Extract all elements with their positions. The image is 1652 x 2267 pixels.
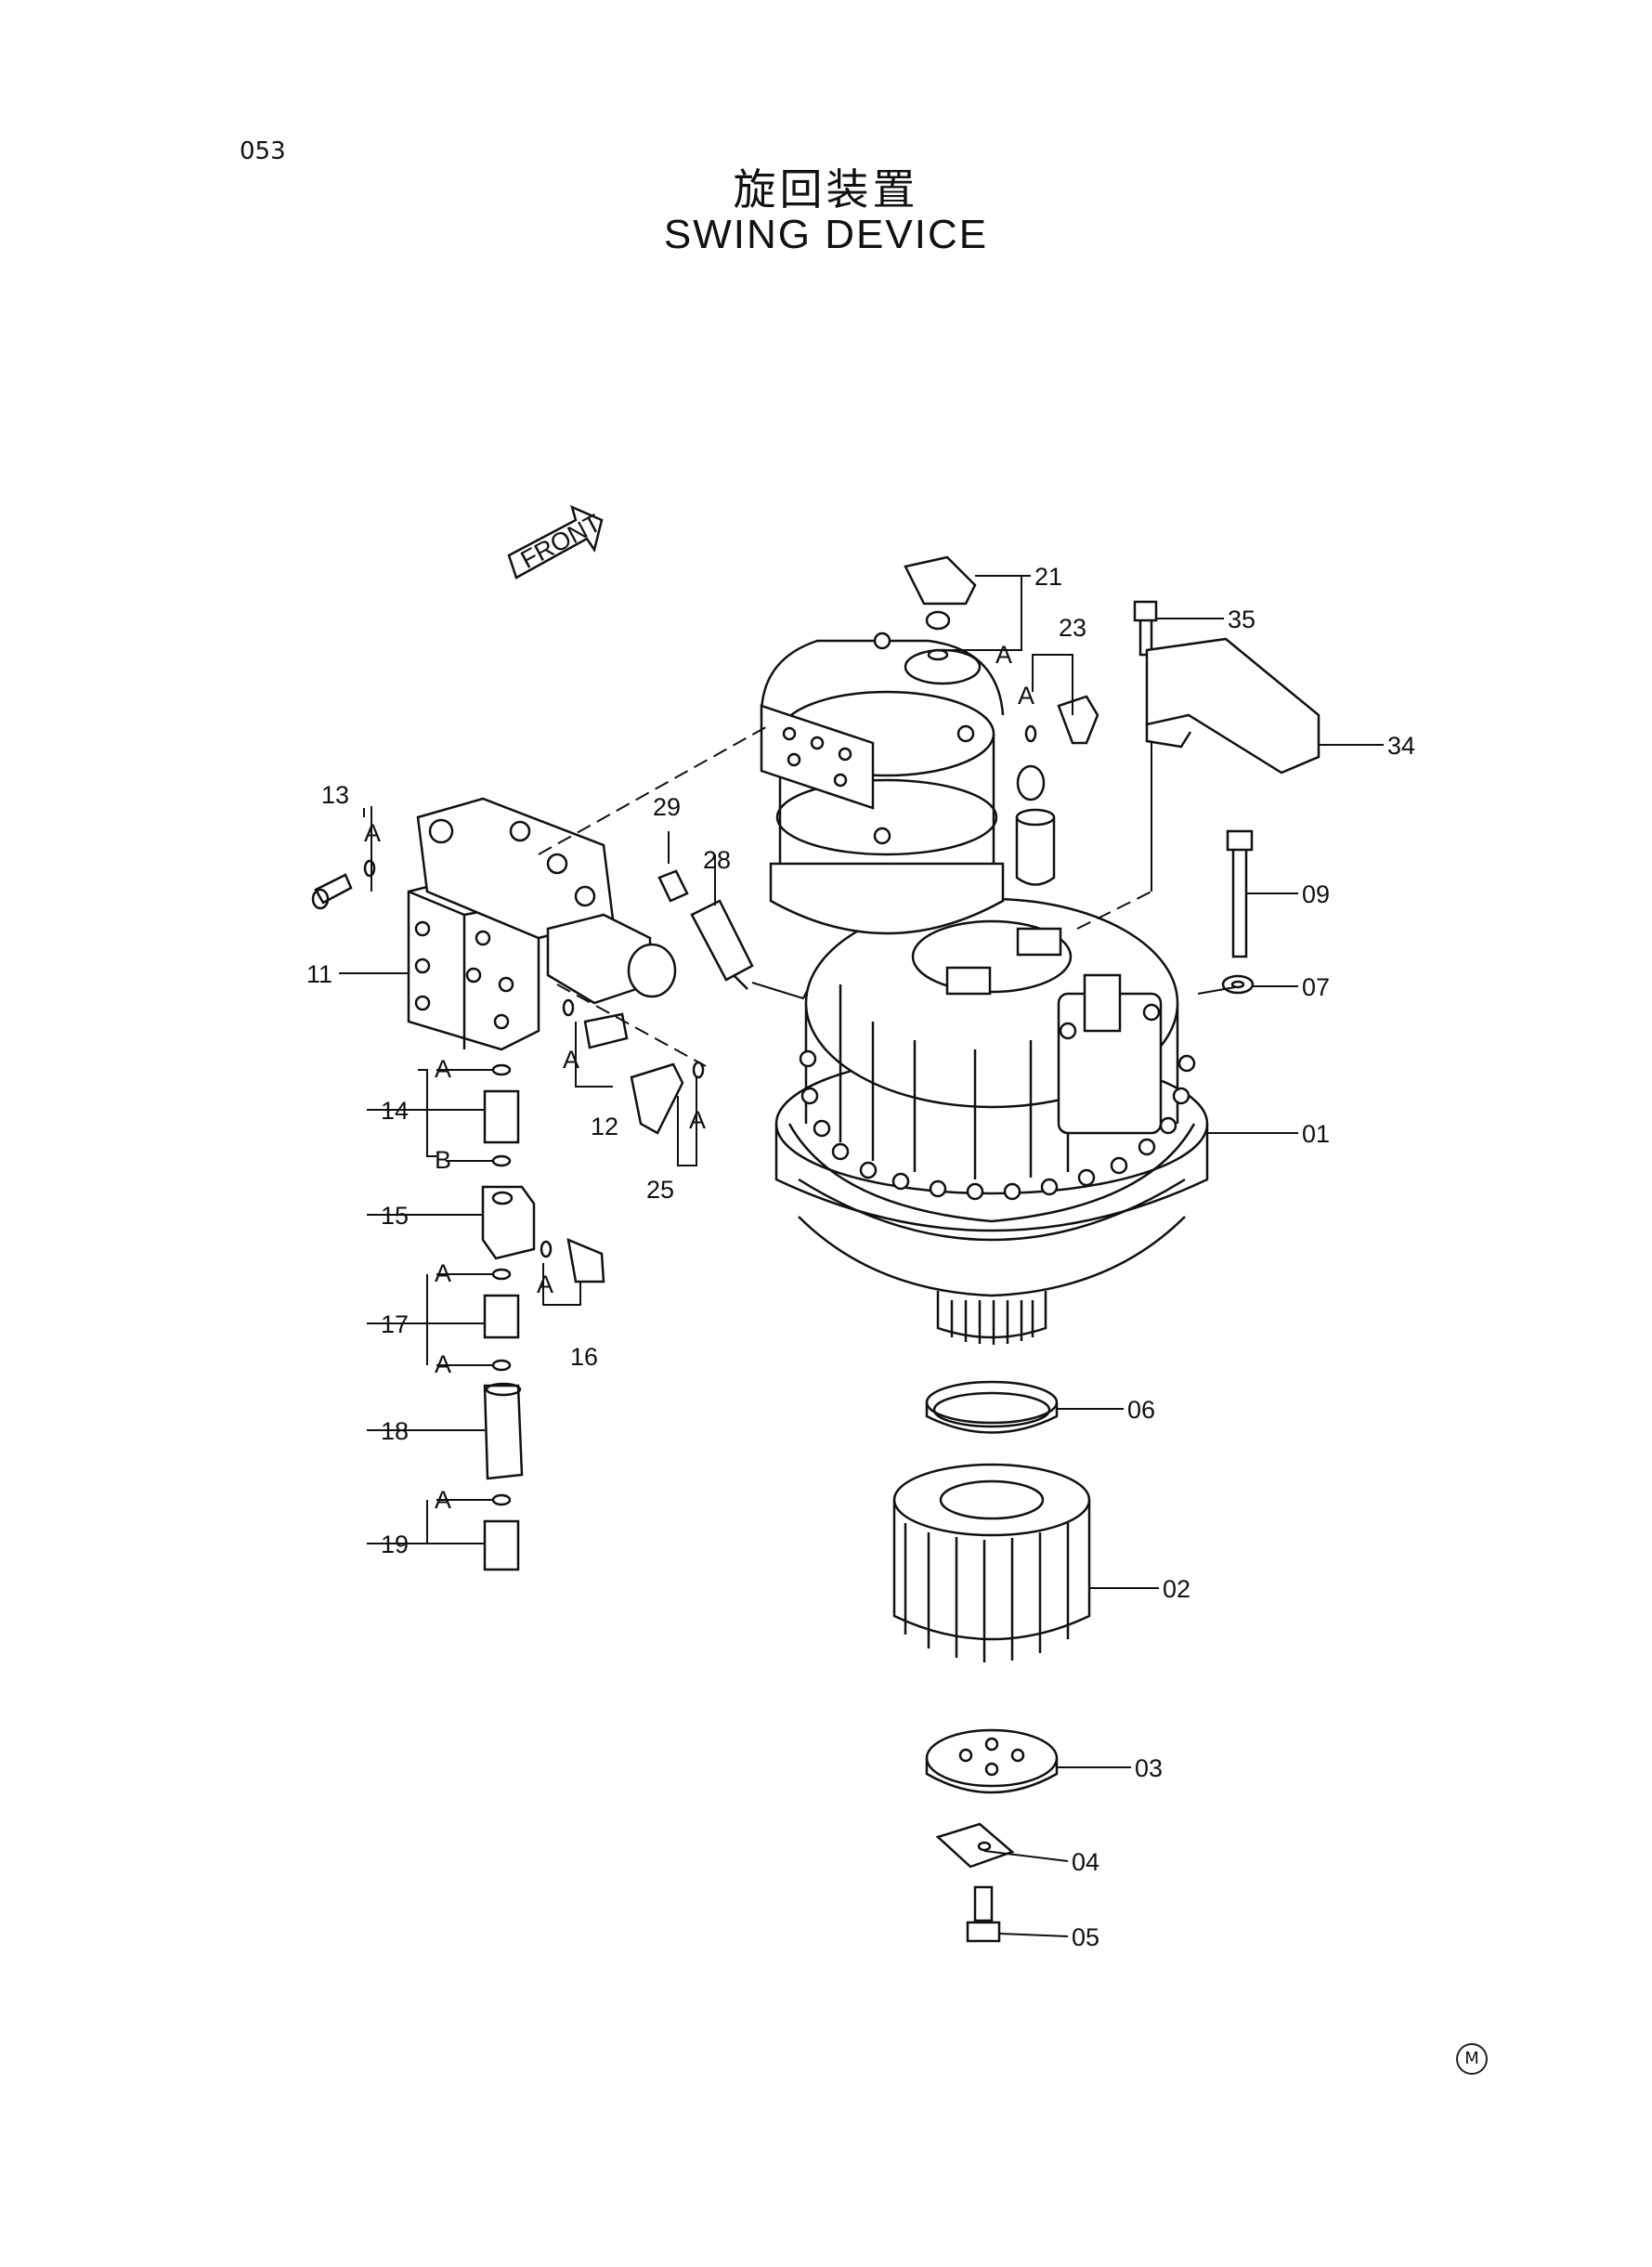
callout-01: 01	[1302, 1120, 1330, 1148]
callout-09: 09	[1302, 880, 1330, 908]
sub-label-a-12: A	[563, 1046, 579, 1074]
callout-17: 17	[381, 1310, 409, 1338]
callout-11: 11	[306, 960, 332, 988]
callout-14: 14	[381, 1097, 409, 1125]
fitting-14-part	[483, 1063, 520, 1167]
fitting-12-part	[562, 998, 629, 1049]
bolt-35-part	[1133, 600, 1158, 657]
callout-29: 29	[653, 793, 681, 821]
fitting-16-part	[566, 1237, 605, 1283]
callout-15: 15	[381, 1202, 409, 1230]
callout-07: 07	[1302, 973, 1330, 1001]
callout-06: 06	[1127, 1396, 1155, 1424]
callout-04: 04	[1072, 1848, 1099, 1876]
leader-lines	[339, 575, 1384, 1937]
sub-label-a-23: A	[1018, 682, 1034, 710]
fitting-29-part	[657, 869, 689, 903]
callout-34: 34	[1387, 732, 1415, 760]
pinion-gear-part	[892, 1463, 1091, 1662]
sub-label-a-17-top: A	[435, 1259, 451, 1287]
callout-21: 21	[1034, 563, 1062, 591]
cover-plate-part	[925, 1728, 1059, 1794]
seal-ring-part	[925, 1380, 1059, 1434]
bolt-09-part	[1226, 829, 1254, 958]
tee-fitting-21-part	[904, 555, 977, 661]
fitting-17-part	[483, 1268, 520, 1372]
corner-mark: M	[1456, 2043, 1488, 2075]
callout-13: 13	[321, 781, 349, 809]
elbow-fitting-23-part	[1024, 695, 1099, 745]
sub-label-a-19: A	[435, 1486, 451, 1514]
washer-07-part	[1221, 974, 1255, 995]
callout-35: 35	[1228, 606, 1255, 633]
sub-label-a-14: A	[435, 1055, 451, 1083]
bracket-34-part	[1145, 637, 1320, 775]
page-number: 053	[240, 137, 286, 165]
relief-valve-28-part	[690, 899, 754, 990]
callout-02: 02	[1163, 1575, 1190, 1603]
sub-label-a-17-bottom: A	[435, 1350, 451, 1378]
callout-03: 03	[1135, 1754, 1163, 1782]
sub-label-a-21: A	[995, 641, 1012, 669]
callout-12: 12	[591, 1113, 618, 1140]
fitting-13-part	[311, 859, 376, 910]
sub-label-b-14: B	[435, 1146, 451, 1174]
bolt-05-part	[966, 1885, 1001, 1943]
callout-labels: 01 02 03 04 05 06 07 09 11 12 13 14 15 1…	[306, 563, 1415, 1951]
sub-label-a-13: A	[364, 819, 381, 847]
sub-label-a-16: A	[537, 1270, 553, 1298]
title-japanese: 旋回装置	[733, 164, 919, 215]
swing-motor-assembly	[760, 632, 1209, 1345]
sub-label-a-25: A	[689, 1106, 706, 1134]
control-valve-assembly	[407, 797, 677, 1051]
callout-19: 19	[381, 1531, 409, 1558]
callout-05: 05	[1072, 1923, 1099, 1951]
callout-25: 25	[646, 1176, 674, 1204]
callout-16: 16	[570, 1343, 598, 1371]
front-arrow-icon: FRONT	[507, 504, 605, 580]
callout-28: 28	[703, 846, 731, 874]
title-english: SWING DEVICE	[663, 212, 989, 257]
fitting-19-part	[483, 1493, 520, 1571]
callout-18: 18	[381, 1417, 409, 1445]
tee-block-15-part	[481, 1185, 553, 1260]
hex-spacer-18-part	[483, 1382, 524, 1480]
callout-23: 23	[1059, 614, 1086, 642]
lock-plate-part	[935, 1822, 1015, 1869]
